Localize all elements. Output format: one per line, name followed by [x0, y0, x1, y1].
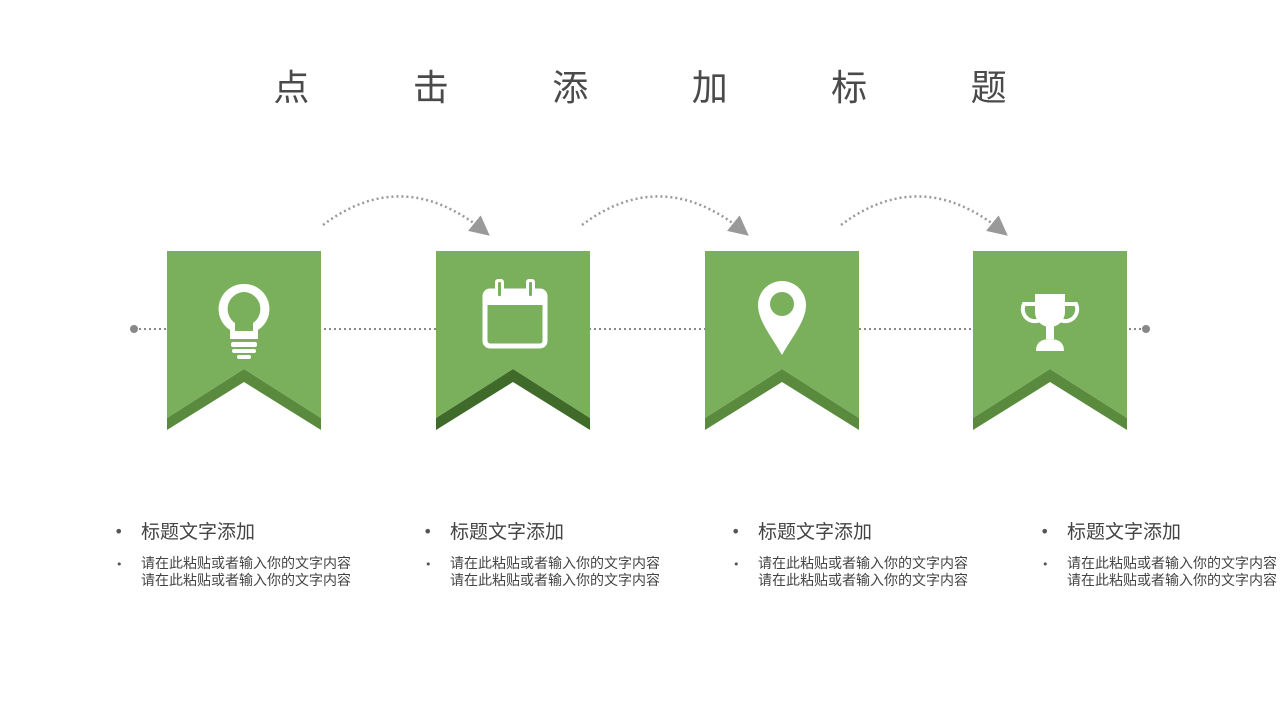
step-heading: 标题文字添加 — [423, 518, 673, 546]
step-heading: 标题文字添加 — [731, 518, 981, 546]
step-description: 请在此粘贴或者输入你的文字内容请在此粘贴或者输入你的文字内容 — [114, 556, 351, 590]
step-text-1: 标题文字添加 请在此粘贴或者输入你的文字内容请在此粘贴或者输入你的文字内容 — [114, 518, 364, 590]
trophy-icon — [1020, 294, 1080, 351]
connector-arrow-3 — [840, 195, 1008, 236]
step-description: 请在此粘贴或者输入你的文字内容请在此粘贴或者输入你的文字内容 — [423, 556, 660, 590]
step-banner-2 — [436, 251, 590, 430]
map-pin-icon — [758, 281, 806, 355]
step-heading: 标题文字添加 — [1040, 518, 1278, 546]
banner-fold — [705, 369, 859, 430]
banner-body — [436, 251, 590, 418]
step-banner-1 — [167, 251, 321, 430]
step-text-2: 标题文字添加 请在此粘贴或者输入你的文字内容请在此粘贴或者输入你的文字内容 — [423, 518, 673, 590]
step-banner-4 — [973, 251, 1127, 430]
step-text-3: 标题文字添加 请在此粘贴或者输入你的文字内容请在此粘贴或者输入你的文字内容 — [731, 518, 981, 590]
step-heading: 标题文字添加 — [114, 518, 364, 546]
step-banner-3 — [705, 251, 859, 430]
banner-fold — [167, 369, 321, 430]
lightbulb-icon — [218, 283, 270, 359]
step-description: 请在此粘贴或者输入你的文字内容请在此粘贴或者输入你的文字内容 — [731, 556, 968, 590]
connector-arrow-1 — [322, 195, 490, 236]
timeline-start-dot — [130, 325, 138, 333]
connector-arrow-2 — [581, 195, 749, 236]
banner-fold — [973, 369, 1127, 430]
calendar-icon — [482, 279, 548, 349]
step-text-4: 标题文字添加 请在此粘贴或者输入你的文字内容请在此粘贴或者输入你的文字内容 — [1040, 518, 1278, 590]
timeline-end-dot — [1142, 325, 1150, 333]
page-title: 点 击 添 加 标 题 — [273, 68, 1053, 109]
banner-fold — [436, 369, 590, 430]
step-description: 请在此粘贴或者输入你的文字内容请在此粘贴或者输入你的文字内容 — [1040, 556, 1277, 590]
